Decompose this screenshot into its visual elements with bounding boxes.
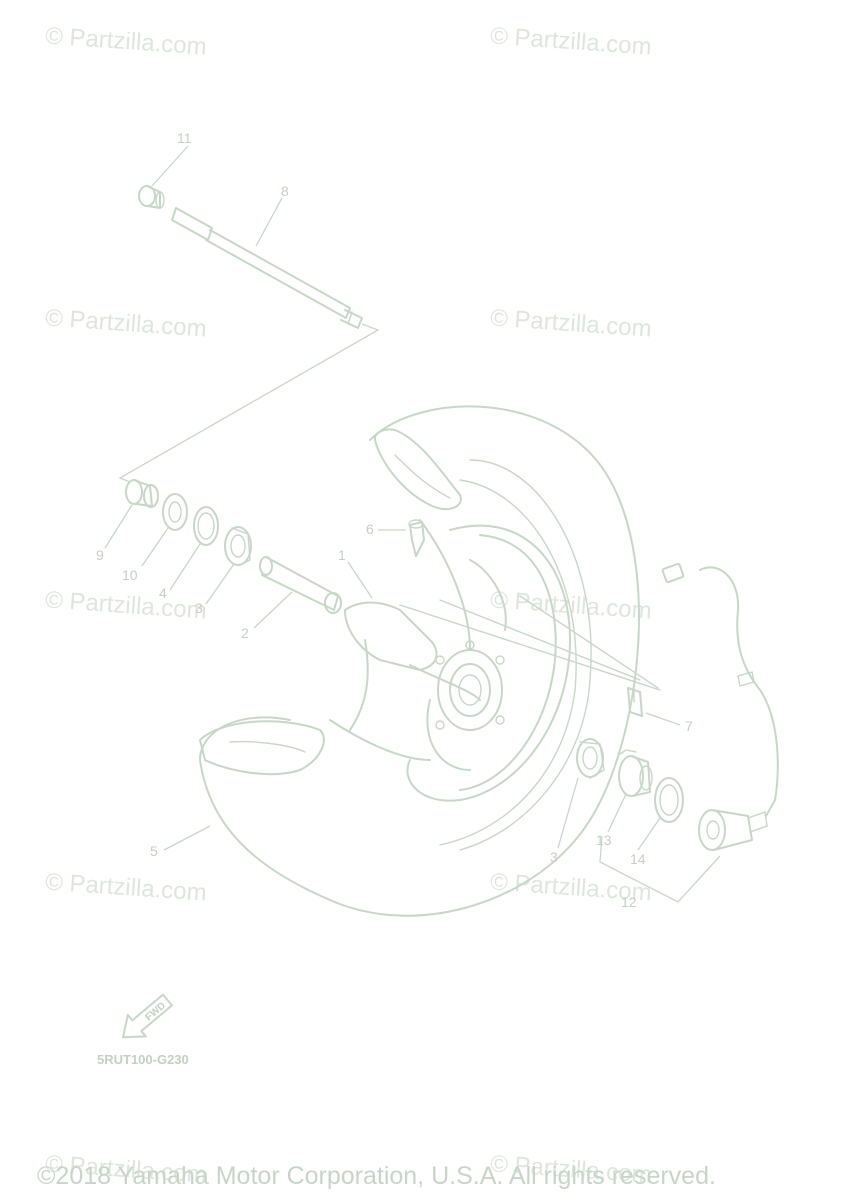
callout-2: 2	[241, 625, 249, 641]
callout-5: 5	[150, 843, 158, 859]
fwd-arrow-icon: FWD	[122, 993, 173, 1039]
oil-seal-part	[162, 493, 188, 531]
bearing-part-left	[224, 526, 252, 566]
callout-8: 8	[281, 183, 289, 199]
callout-14: 14	[630, 851, 646, 867]
callout-10: 10	[122, 567, 138, 583]
callout-9: 9	[96, 547, 104, 563]
callout-6: 6	[366, 521, 374, 537]
callout-4: 4	[159, 585, 167, 601]
callout-12: 12	[621, 894, 637, 910]
axle-nut-part	[138, 185, 165, 209]
alignment-lines	[399, 595, 661, 691]
callout-11: 11	[177, 130, 192, 146]
copyright-notice: ©2018 Yamaha Motor Corporation, U.S.A. A…	[37, 1162, 716, 1190]
diagram-code: 5RUT100-G230	[97, 1052, 189, 1067]
callout-3-left: 3	[195, 600, 203, 616]
axle-leader	[118, 323, 380, 483]
circlip-part	[193, 506, 219, 546]
spacer-part	[259, 556, 342, 614]
callout-7: 7	[685, 718, 693, 734]
seal-ring-part	[654, 777, 684, 823]
gear-unit-part	[618, 749, 653, 797]
valve-part	[408, 519, 425, 557]
speed-sensor-part	[661, 562, 779, 851]
bearing-part-right	[576, 738, 605, 779]
callout-1: 1	[338, 547, 346, 563]
axle-part	[171, 207, 363, 329]
leader-lines	[104, 145, 721, 903]
wheel-rim-part	[329, 519, 571, 802]
callout-13: 13	[596, 832, 612, 848]
collar-part	[125, 479, 159, 508]
tire-part	[199, 405, 640, 917]
callout-3-right: 3	[550, 849, 558, 865]
clip-part	[627, 687, 643, 717]
